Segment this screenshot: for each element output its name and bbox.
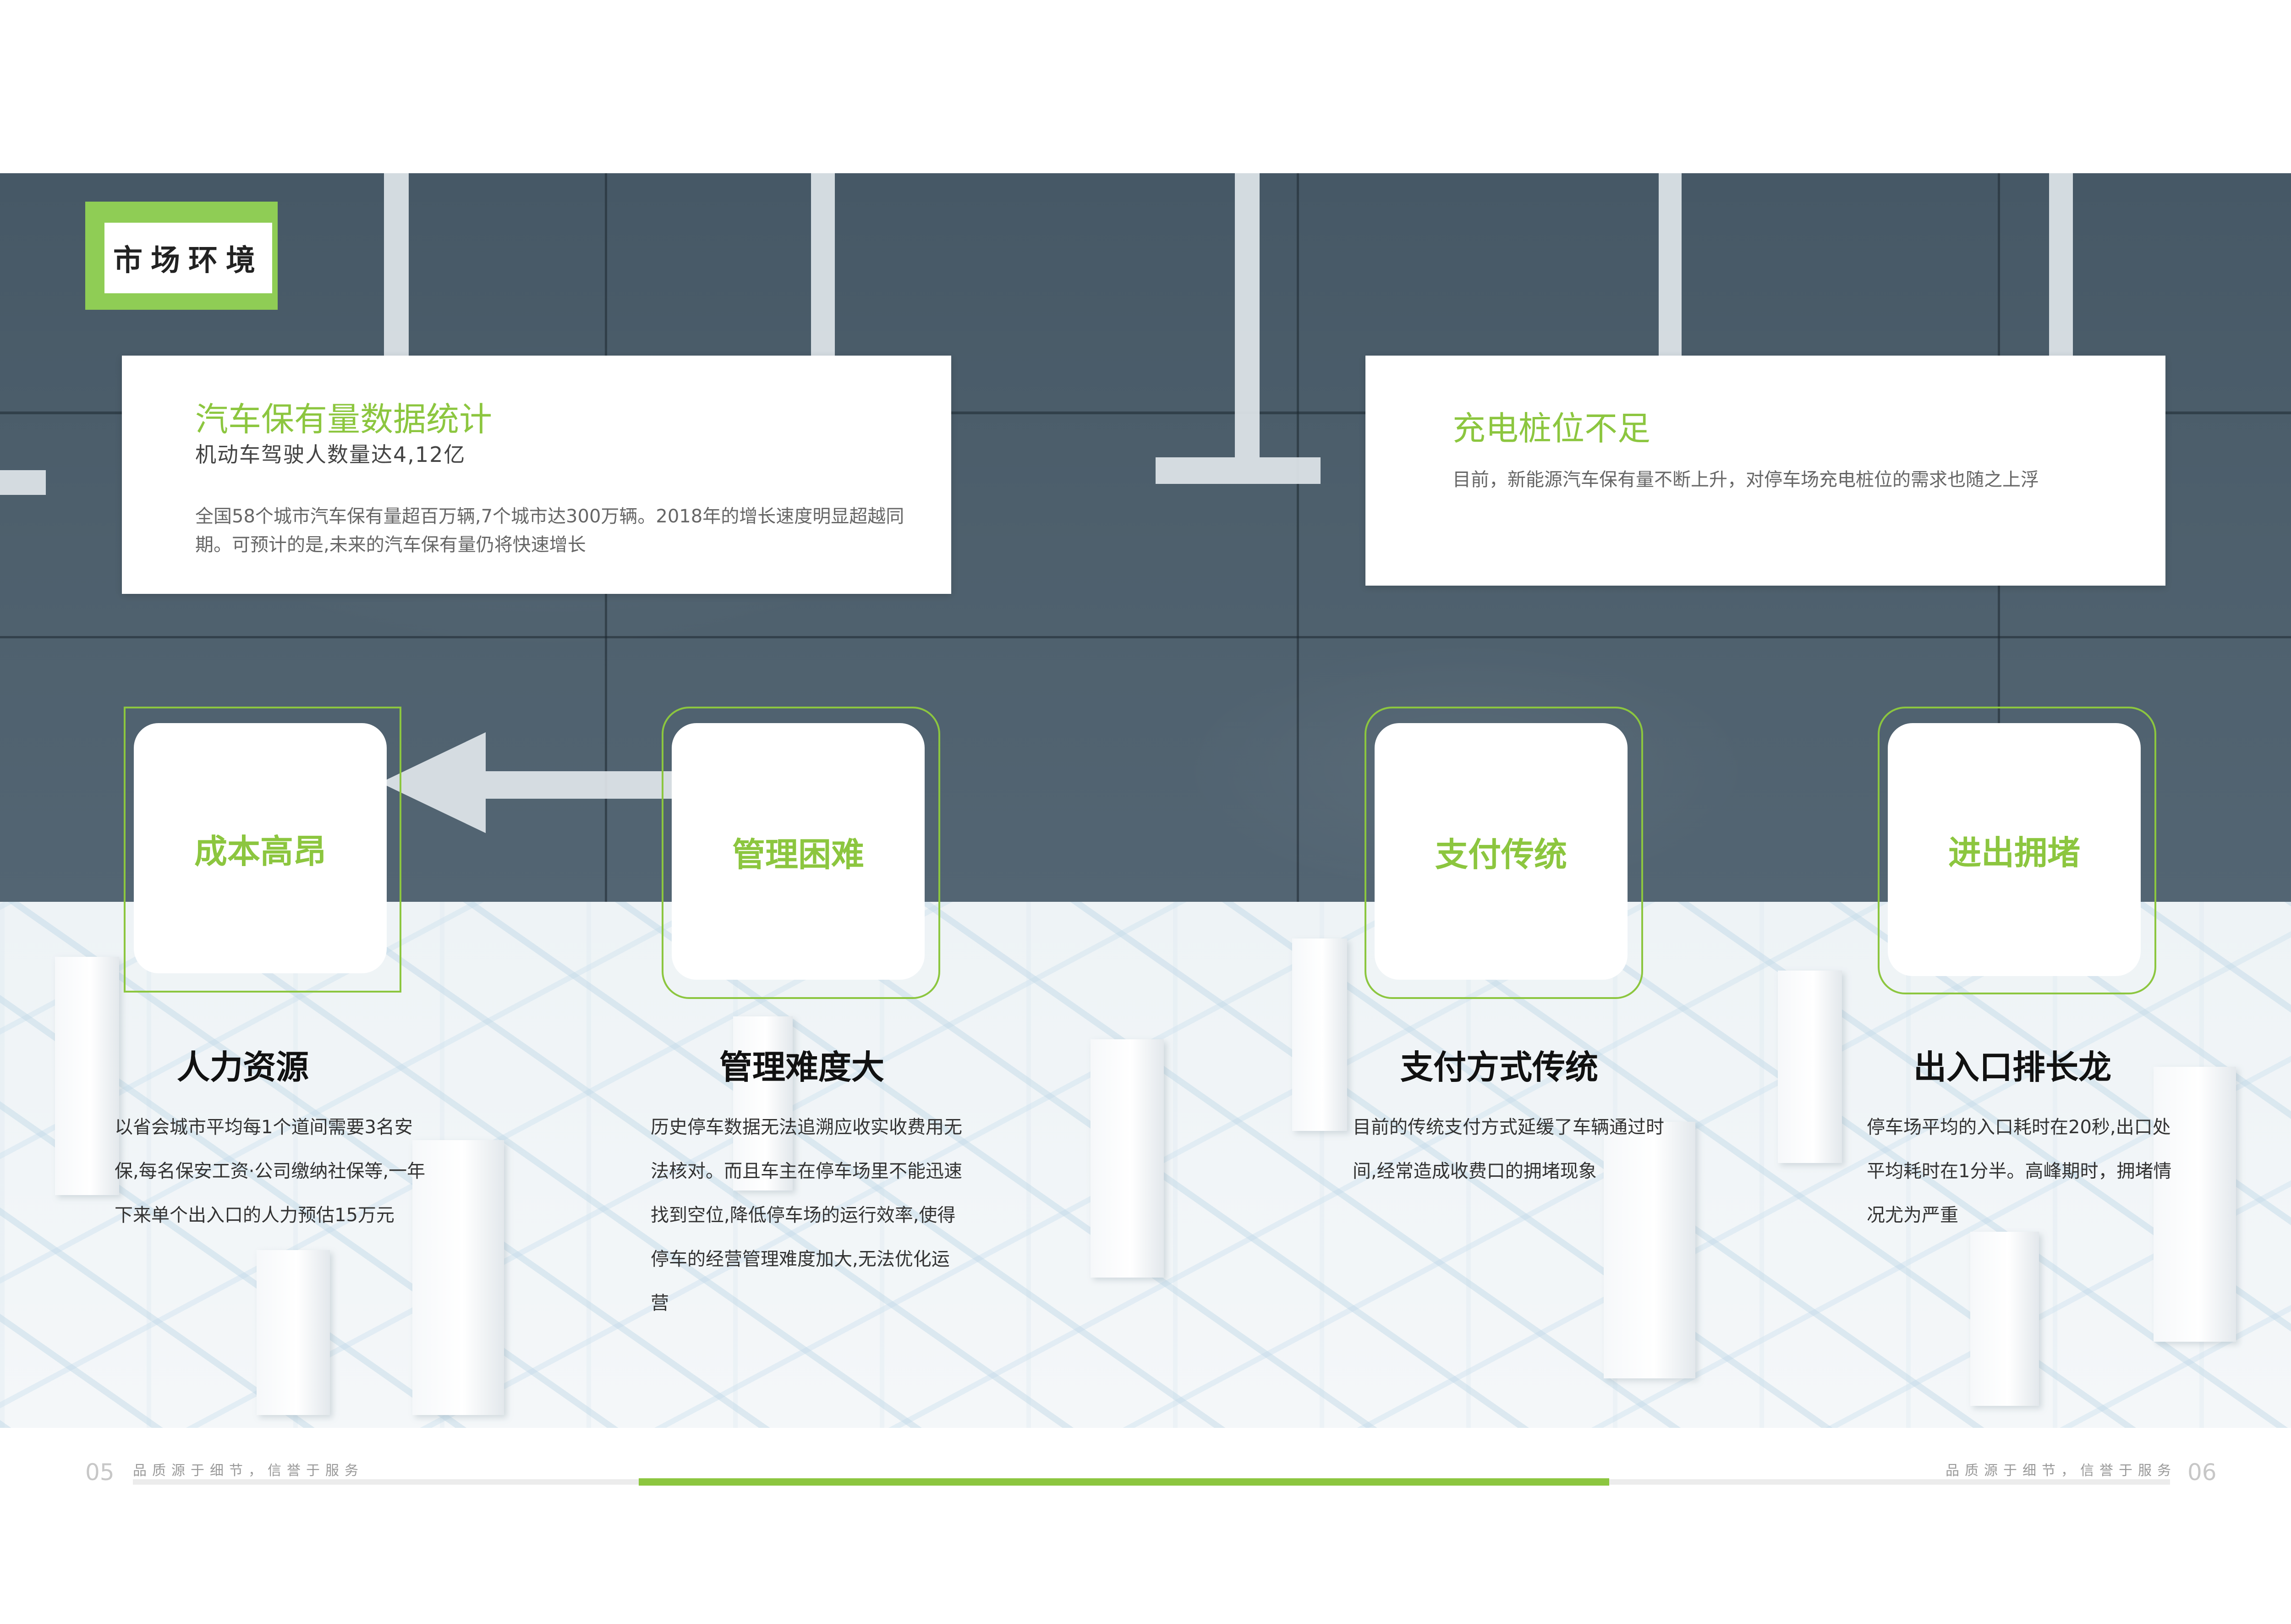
feature-heading-payment: 支付方式传统 (1400, 1048, 1598, 1086)
section-tag-label: 市场环境 (104, 223, 272, 293)
footer-slogan-left: 品质源于细节，信誉于服务 (133, 1463, 364, 1479)
footer-slogan-right: 品质源于细节，信誉于服务 (1946, 1463, 2176, 1479)
arrow-left-icon (380, 732, 674, 833)
feature-frame-payment (1365, 707, 1643, 999)
feature-card-congestion[interactable]: 进出拥堵 (1888, 723, 2141, 976)
parking-line (1156, 457, 1321, 484)
feature-card-label: 支付传统 (1435, 835, 1567, 874)
feature-heading-congestion: 出入口排长龙 (1913, 1048, 2111, 1086)
building (1970, 1232, 2039, 1406)
feature-heading-management: 管理难度大 (719, 1048, 884, 1086)
building (55, 957, 119, 1195)
car-stats-subtitle: 机动车驾驶人数量达4,12亿 (195, 442, 466, 467)
parking-line (2049, 173, 2073, 357)
page-number-right: 06 (2187, 1459, 2217, 1486)
charging-panel: 充电桩位不足 目前，新能源汽车保有量不断上升，对停车场充电桩位的需求也随之上浮 (1365, 356, 2165, 586)
feature-heading-hr: 人力资源 (176, 1048, 309, 1086)
pavement-seam (0, 636, 2291, 638)
page-number-left: 05 (85, 1459, 115, 1486)
feature-text-hr: 以省会城市平均每1个道间需要3名安保,每名保安工资·公司缴纳社保等,一年下来单个… (115, 1117, 426, 1226)
building (1604, 1122, 1695, 1378)
feature-card-payment[interactable]: 支付传统 (1375, 723, 1628, 980)
pavement-seam (0, 411, 2291, 414)
feature-card-label: 成本高昂 (194, 832, 326, 871)
building (2154, 1067, 2236, 1342)
section-tag: 市场环境 (85, 202, 278, 310)
footer-accent-bar (639, 1478, 1609, 1486)
charging-text: 目前，新能源汽车保有量不断上升，对停车场充电桩位的需求也随之上浮 (1452, 469, 2039, 490)
feature-card-management[interactable]: 管理困难 (672, 723, 925, 980)
building (257, 1250, 330, 1415)
building (412, 1140, 504, 1415)
building (733, 1016, 793, 1191)
car-stats-panel: 汽车保有量数据统计 机动车驾驶人数量达4,12亿 全国58个城市汽车保有量超百万… (122, 356, 951, 594)
building (1091, 1039, 1164, 1278)
parking-line (1235, 173, 1260, 457)
car-stats-title: 汽车保有量数据统计 (195, 400, 493, 439)
building (1778, 971, 1842, 1163)
feature-card-label: 管理困难 (732, 835, 864, 874)
charging-title: 充电桩位不足 (1452, 409, 1651, 448)
feature-text-payment: 目前的传统支付方式延缓了车辆通过时间,经常造成收费口的拥堵现象 (1353, 1117, 1664, 1182)
parking-line (1659, 173, 1682, 357)
city-map-photo (0, 902, 2291, 1428)
feature-card-cost[interactable]: 成本高昂 (134, 723, 387, 973)
feature-frame-congestion (1878, 707, 2156, 994)
feature-card-label: 进出拥堵 (1948, 833, 2080, 872)
car-stats-text: 全国58个城市汽车保有量超百万辆,7个城市达300万辆。2018年的增长速度明显… (195, 506, 904, 555)
building (1292, 938, 1347, 1131)
feature-text-management: 历史停车数据无法追溯应收实收费用无法核对。而且车主在停车场里不能迅速找到空位,降… (651, 1117, 962, 1314)
feature-frame-management (662, 707, 940, 999)
feature-frame-cost (124, 707, 401, 993)
parking-line (384, 173, 409, 357)
feature-text-congestion: 停车场平均的入口耗时在20秒,出口处平均耗时在1分半。高峰期时，拥堵情况尤为严重 (1867, 1117, 2172, 1226)
pavement-seam (1297, 173, 1299, 902)
parking-line (811, 173, 835, 357)
parking-line (0, 470, 46, 495)
